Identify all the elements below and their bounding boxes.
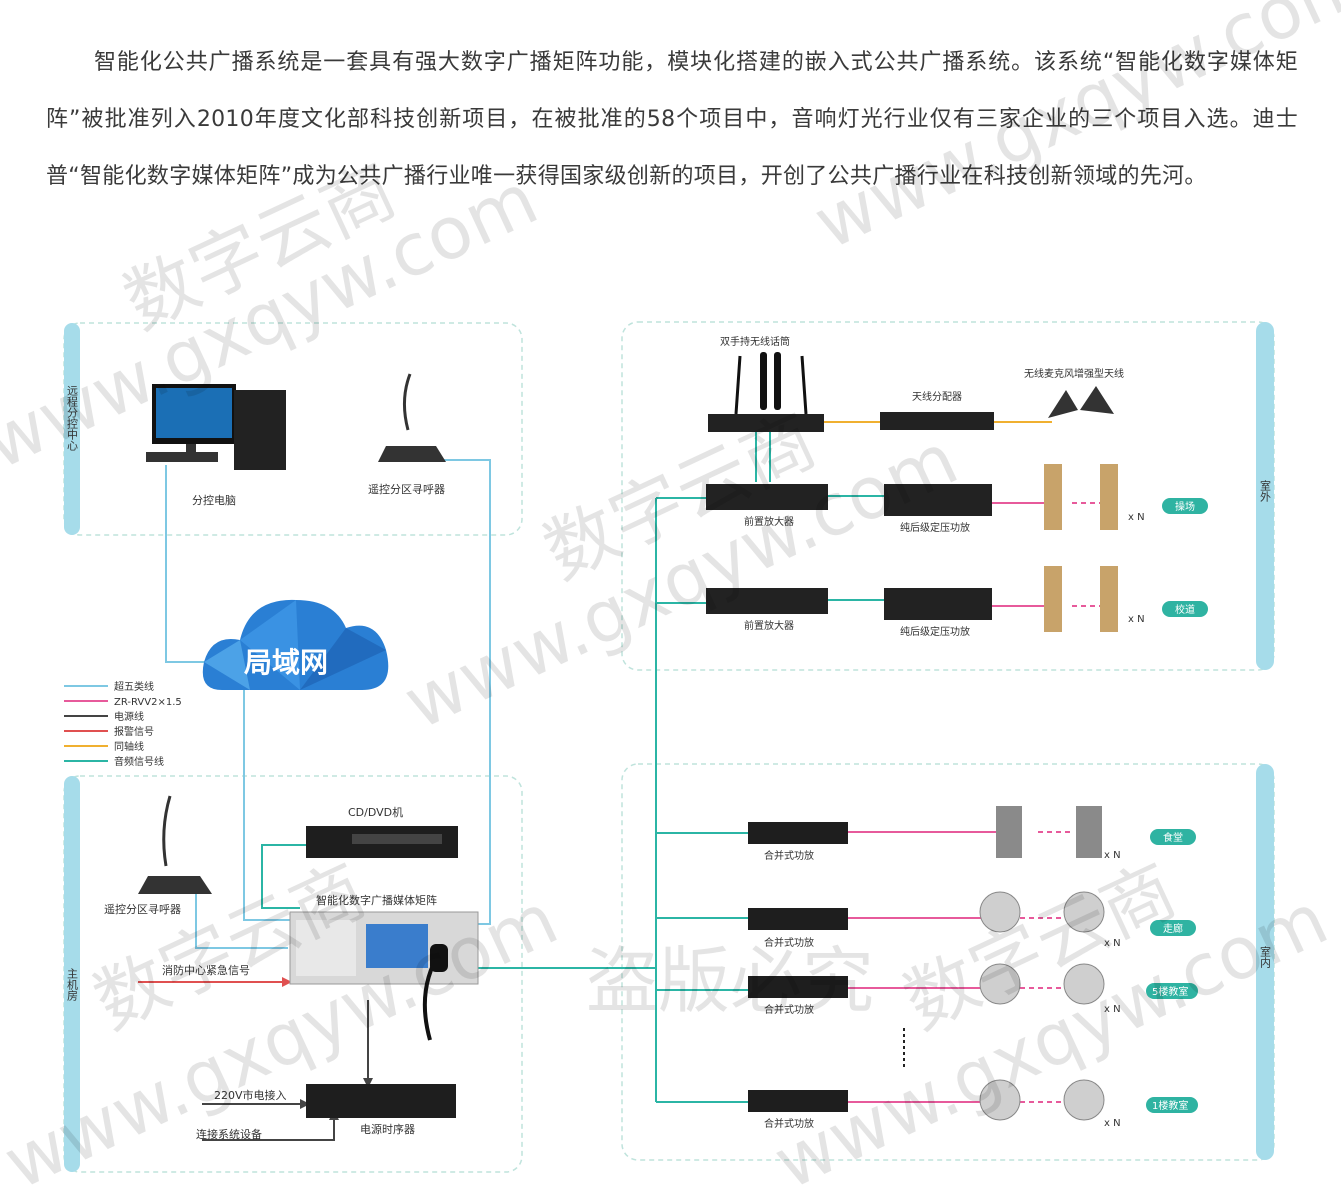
area-0: 操场 — [1175, 500, 1195, 513]
wire-pager2-matrix — [195, 892, 288, 949]
preamp-1-label: 前置放大器 — [744, 515, 794, 528]
wm-url-3: www.gxqyw.com — [802, 0, 1341, 265]
sequencer-icon — [306, 1084, 456, 1118]
cd-player-icon — [306, 826, 458, 858]
wall-speaker-icon — [996, 806, 1102, 858]
zone-remote-label: 远程分控中心 — [66, 385, 79, 451]
zone-indoor-frame — [621, 763, 1275, 1161]
mixamp-label-1: 合并式功放 — [764, 849, 814, 862]
xn-3: x N — [1104, 850, 1121, 861]
area-pills: 操场 校道 食堂 走廊 5楼教室 1楼教室 — [1146, 498, 1208, 1113]
poweramp-1-label: 纯后级定压功放 — [900, 521, 970, 534]
lan-cloud: 局域网 — [202, 599, 389, 690]
mixamp-icon — [748, 822, 848, 1112]
antenna-splitter-label: 天线分配器 — [912, 390, 962, 403]
remote-pager-bottom-label: 遥控分区寻呼器 — [104, 902, 181, 916]
intro-paragraph: 智能化公共广播系统是一套具有强大数字广播矩阵功能，模块化搭建的嵌入式公共广播系统… — [46, 50, 1298, 189]
matrix-icon — [289, 911, 479, 1041]
poweramp-2-label: 纯后级定压功放 — [900, 625, 970, 638]
wm-piracy: 盗版必究 — [586, 939, 874, 1023]
legend-0: 超五类线 — [114, 680, 154, 693]
pc-label: 分控电脑 — [192, 493, 236, 507]
xn-1: x N — [1128, 512, 1145, 523]
legend-3: 报警信号 — [114, 725, 154, 738]
antenna-splitter-icon — [880, 412, 994, 430]
zone-main-frame — [63, 775, 523, 1173]
pc-icon — [146, 384, 286, 470]
zone-remote-frame — [63, 322, 523, 536]
wireless-mic-icon — [708, 352, 824, 432]
mixamp-label-3: 合并式功放 — [764, 1003, 814, 1016]
lan-label: 局域网 — [244, 646, 328, 679]
wire-pc-lan — [165, 465, 222, 663]
area-5: 1楼教室 — [1152, 1099, 1188, 1112]
legend: 超五类线 ZR-RVV2×1.5 电源线 报警信号 同轴线 音频信号线 — [64, 680, 182, 768]
matrix-label: 智能化数字广播媒体矩阵 — [316, 893, 437, 907]
xn-4: x N — [1104, 938, 1121, 949]
zone-indoor-label: 室内 — [1259, 945, 1272, 969]
remote-pager-top-label: 遥控分区寻呼器 — [368, 482, 445, 496]
mixamp-label-4: 合并式功放 — [764, 1117, 814, 1130]
connect-label: 连接系统设备 — [196, 1127, 262, 1141]
antenna-icon — [1048, 386, 1114, 418]
zone-main-label: 主机房 — [66, 968, 79, 1002]
preamp-2-label: 前置放大器 — [744, 619, 794, 632]
pager-icon — [378, 373, 446, 462]
zone-outdoor-label: 室外 — [1259, 479, 1272, 503]
wire-cd-matrix — [261, 844, 306, 909]
area-2: 食堂 — [1163, 831, 1183, 844]
ceiling-speaker-icon — [979, 891, 1105, 1121]
legend-1: ZR-RVV2×1.5 — [114, 697, 182, 708]
legend-5: 音频信号线 — [114, 755, 164, 768]
xn-2: x N — [1128, 614, 1145, 625]
cd-label: CD/DVD机 — [348, 805, 403, 819]
sequencer-label: 电源时序器 — [360, 1122, 415, 1136]
poweramp-2-icon — [884, 588, 992, 620]
poweramp-1-icon — [884, 484, 992, 516]
mixamp-label-2: 合并式功放 — [764, 936, 814, 949]
fire-signal-label: 消防中心紧急信号 — [162, 963, 250, 977]
legend-2: 电源线 — [114, 710, 144, 723]
wire-lan-matrix — [243, 690, 290, 921]
preamp-1-icon — [706, 484, 828, 510]
area-4: 5楼教室 — [1152, 985, 1188, 998]
power-in-label: 220V市电接入 — [214, 1088, 287, 1102]
area-3: 走廊 — [1163, 922, 1183, 935]
legend-4: 同轴线 — [114, 740, 144, 753]
wire-pager-matrix — [410, 459, 491, 925]
mic-label: 双手持无线话筒 — [720, 335, 790, 348]
column-speaker-icon — [1044, 464, 1118, 632]
area-1: 校道 — [1175, 603, 1195, 616]
preamp-2-icon — [706, 588, 828, 614]
zone-outdoor-frame — [621, 321, 1275, 671]
xn-5: x N — [1104, 1004, 1121, 1015]
pager-bottom-icon — [138, 795, 212, 894]
xn-6: x N — [1104, 1118, 1121, 1129]
antenna-label: 无线麦克风增强型天线 — [1024, 367, 1124, 380]
